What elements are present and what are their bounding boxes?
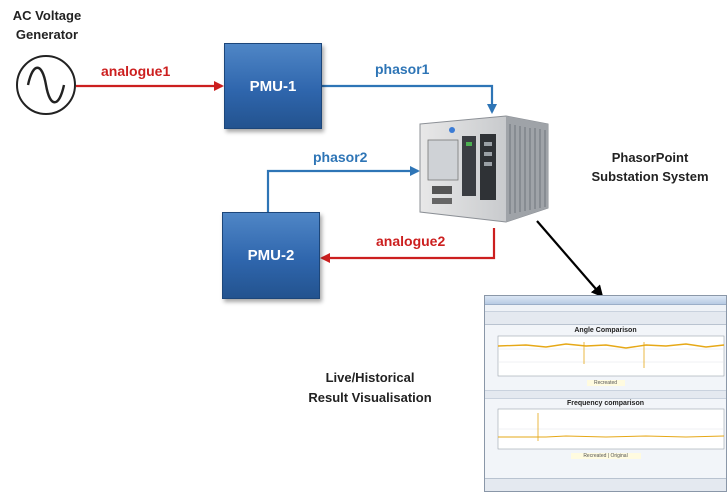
screenshot-statusbar <box>485 478 726 491</box>
chart1-legend: Recreated <box>586 380 625 386</box>
phasor2-arrow <box>266 166 420 212</box>
phasor1-arrow <box>320 84 497 114</box>
screenshot-tabbar <box>485 312 726 325</box>
ac-generator-icon <box>16 55 76 115</box>
substation-pc-icon <box>419 115 549 223</box>
generator-title-line1: AC Voltage <box>12 8 82 23</box>
pmu2-label: PMU-2 <box>247 247 295 264</box>
phasor2-label: phasor2 <box>313 149 368 165</box>
substation-title-line2: Substation System <box>591 169 709 184</box>
generator-title-line2: Generator <box>15 27 79 42</box>
analogue2-arrow <box>320 228 496 263</box>
visualisation-title-line1: Live/Historical <box>325 370 415 385</box>
pmu2-box: PMU-2 <box>222 212 320 299</box>
screenshot-titlebar <box>485 296 726 305</box>
screenshot-menubar <box>485 305 726 312</box>
analogue1-label: analogue1 <box>101 63 171 79</box>
screenshot-divider <box>485 390 726 399</box>
substation-title-line1: PhasorPoint <box>611 150 689 165</box>
analogue2-label: analogue2 <box>376 233 446 249</box>
output-arrow <box>536 220 604 298</box>
chart2-plot <box>497 408 725 450</box>
visualisation-screenshot: Angle Comparison Recreated Frequency com… <box>484 295 727 492</box>
chart2-legend: Recreated | Original <box>570 453 641 459</box>
pmu1-label: PMU-1 <box>249 77 297 95</box>
phasor1-label: phasor1 <box>375 61 430 77</box>
pmu1-box: PMU-1 <box>224 43 322 129</box>
chart1-title: Angle Comparison <box>574 327 637 334</box>
chart2-title: Frequency comparison <box>566 400 645 407</box>
chart1-plot <box>497 335 725 377</box>
visualisation-title-line2: Result Visualisation <box>308 390 432 405</box>
